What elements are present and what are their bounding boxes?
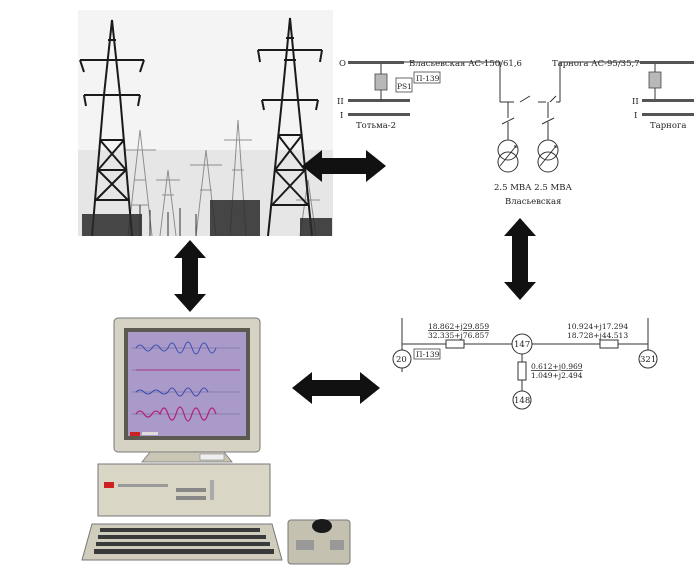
network-scheme: 20 147 321 148 П-139 18.862+j29.859 32.3… (392, 318, 658, 410)
transformer-2-icon (537, 139, 559, 161)
node-148 (512, 390, 532, 410)
bus-o-right (640, 61, 694, 64)
branch-20-147-value-1: 18.862+j29.859 (428, 322, 489, 331)
node-20 (392, 349, 412, 369)
node-20-label: 20 (396, 355, 407, 365)
bus-ii-right (642, 99, 694, 102)
network-tag-p139: П-139 (416, 350, 440, 359)
bus-ii-left (348, 99, 410, 102)
bus-ii-right-label: II (632, 97, 639, 107)
monitor-screen (128, 332, 246, 436)
branch-147-321-value-1: 10.924+j17.294 (567, 322, 628, 331)
node-147-label: 147 (514, 340, 530, 350)
branch-20-147-value-2: 32.335+j76.857 (428, 331, 489, 340)
node-321-label: 321 (640, 355, 656, 365)
arrow-photo-to-scheme (302, 150, 386, 182)
node-321 (638, 349, 658, 369)
transformer-1-icon (497, 139, 519, 161)
branch-147-148-value-2: 1.049+j2.494 (531, 371, 583, 380)
impedance-147-148 (517, 361, 527, 381)
arrow-computer-to-network (292, 372, 380, 404)
bus-i-right-label: I (634, 111, 637, 121)
impedance-20-147 (445, 339, 465, 349)
line-left-label: Власьевская АС-150/61,6 (409, 59, 522, 69)
bus-i-right (642, 113, 694, 116)
breaker-right (648, 71, 662, 89)
breaker-left (374, 73, 388, 91)
impedance-147-321 (599, 339, 619, 349)
arrow-scheme-to-network (504, 218, 536, 300)
desktop-computer-image (81, 317, 351, 565)
line-right-label: Тарнога АС-95/35,7 (552, 59, 640, 69)
arrow-photo-to-computer (174, 240, 206, 312)
substation-name: Власьевская (505, 197, 561, 207)
tag-p139: П-139 (416, 74, 440, 83)
bus-o-left (348, 61, 404, 64)
substation-scheme: О II I Тотьма-2 PS1 П-139 Власьевская АС… (337, 59, 694, 207)
tag-ps1: PS1 (397, 82, 412, 91)
node-147 (511, 333, 533, 355)
bus-i-left-label: I (340, 111, 343, 121)
bus-o-left-label: О (339, 59, 346, 69)
node-148-label: 148 (514, 396, 530, 406)
branch-147-148-value-1: 0.612+j0.969 (531, 362, 583, 371)
transformers-label: 2.5 МВА 2.5 МВА (494, 183, 572, 193)
bus-i-left (348, 113, 410, 116)
feeder-right-label: Тарнога (650, 121, 686, 131)
branch-147-321-value-2: 18.728+j44.513 (567, 331, 628, 340)
feeder-left-label: Тотьма-2 (356, 121, 396, 131)
transmission-towers-image (78, 10, 333, 237)
bus-ii-left-label: II (337, 97, 344, 107)
